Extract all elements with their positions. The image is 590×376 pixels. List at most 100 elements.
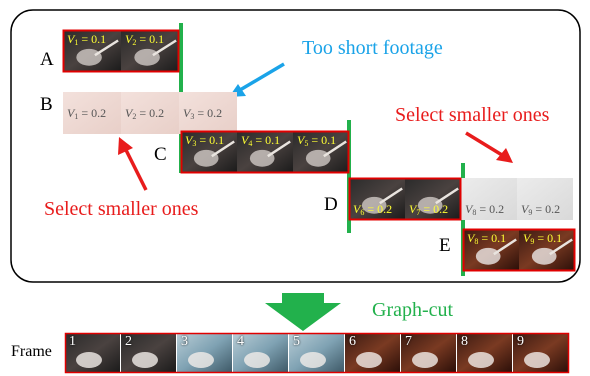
frame-guitar-9 (524, 352, 550, 368)
frame-4: 4 (233, 333, 288, 373)
frame-number: 9 (517, 334, 524, 349)
clip-value-label: V6 = 0.2 (353, 202, 393, 217)
clip-thumbnail-b-3 (179, 92, 237, 134)
guitar-body-e-1 (475, 247, 501, 265)
selected-border-e (462, 228, 576, 272)
clip-b-1: V1 = 0.2 (63, 92, 121, 134)
blue-arrow (229, 62, 285, 97)
clip-thumbnail-b-2 (121, 92, 179, 134)
frame-guitar-2 (132, 352, 158, 368)
frame-strip-border (64, 332, 570, 374)
row-label-b: B (40, 94, 53, 115)
frame-5: 5 (289, 333, 344, 373)
red-arrow-left (118, 137, 148, 191)
guitar-neck-a-2 (152, 39, 177, 57)
frame-guitar-8 (468, 352, 494, 368)
clip-thumbnail-d-3 (461, 178, 517, 220)
frame-6: 6 (345, 333, 400, 373)
guitar-neck-e-2 (549, 238, 573, 256)
frame-guitar-1 (76, 352, 102, 368)
clip-thumbnail-b-1 (63, 92, 121, 134)
clip-value-label: V9 = 0.2 (521, 202, 561, 217)
frame-1: 1 (65, 333, 120, 373)
clip-value-label: V9 = 0.1 (523, 231, 563, 246)
clip-value-label: V8 = 0.2 (465, 202, 505, 217)
clip-thumbnail-d-4 (517, 178, 573, 220)
frame-guitar-4 (244, 352, 270, 368)
green-bar-c (347, 120, 351, 233)
clip-b-2: V2 = 0.2 (121, 92, 179, 134)
guitar-neck-d-1 (379, 187, 403, 205)
graph-cut-label: Graph-cut (372, 299, 454, 321)
frame-2: 2 (121, 333, 176, 373)
frame-number: 6 (349, 334, 356, 349)
guitar-body-c-1 (193, 149, 219, 167)
guitar-body-a-1 (76, 48, 102, 66)
guitar-neck-d-2 (435, 187, 459, 205)
guitar-neck-c-3 (323, 140, 347, 158)
frame-number: 4 (237, 334, 244, 349)
row-label-d: D (324, 194, 338, 215)
clip-e-1: V8 = 0.1 (463, 229, 519, 271)
frame-3: 3 (177, 333, 232, 373)
clip-a-2: V2 = 0.1 (121, 30, 179, 72)
frame-8: 8 (457, 333, 512, 373)
clip-value-label: V8 = 0.1 (467, 231, 507, 246)
clip-value-label: V3 = 0.1 (185, 133, 225, 148)
clip-e-2: V9 = 0.1 (519, 229, 575, 271)
clip-d-1: V6 = 0.2 (349, 178, 405, 220)
select-smaller-note-left: Select smaller ones (44, 198, 199, 220)
frame-number: 2 (125, 334, 132, 349)
clip-value-label: V2 = 0.1 (125, 32, 165, 47)
row-label-c: C (154, 144, 167, 165)
frame-guitar-5 (300, 352, 326, 368)
guitar-body-e-2 (531, 247, 557, 265)
frame-guitar-6 (356, 352, 382, 368)
clip-a-1: V1 = 0.1 (63, 30, 121, 72)
guitar-body-d-1 (361, 196, 387, 214)
frame-number: 7 (405, 334, 412, 349)
clip-value-label: V1 = 0.2 (67, 106, 107, 121)
red-arrow-right (465, 131, 513, 163)
clip-b-3: V3 = 0.2 (179, 92, 237, 134)
clip-value-label: V2 = 0.2 (125, 106, 165, 121)
too-short-footage-note: Too short footage (302, 37, 443, 59)
outer-frame (10, 9, 581, 283)
frame-guitar-3 (188, 352, 214, 368)
guitar-body-c-3 (305, 149, 331, 167)
selected-border-c (180, 130, 350, 174)
clip-d-4: V9 = 0.2 (517, 178, 573, 220)
clip-d-2: V7 = 0.2 (405, 178, 461, 220)
selected-border-d (348, 177, 462, 221)
frame-7: 7 (401, 333, 456, 373)
frame-number: 5 (293, 334, 300, 349)
guitar-neck-c-1 (211, 140, 235, 158)
thumbnail-backgrounds (62, 29, 576, 374)
clip-value-label: V3 = 0.2 (183, 106, 223, 121)
row-label-a: A (40, 49, 54, 70)
frame-number: 1 (69, 334, 76, 349)
frame-number: 3 (181, 334, 188, 349)
clip-value-label: V1 = 0.1 (67, 32, 107, 47)
clip-c-1: V3 = 0.1 (181, 131, 237, 173)
guitar-neck-e-1 (493, 238, 517, 256)
clip-c-3: V5 = 0.1 (293, 131, 349, 173)
select-smaller-note-right: Select smaller ones (395, 104, 550, 126)
clip-value-label: V4 = 0.1 (241, 133, 281, 148)
graph-cut-arrow (265, 293, 341, 331)
guitar-neck-a-1 (94, 39, 119, 57)
clip-value-label: V5 = 0.1 (297, 133, 337, 148)
clip-value-label: V7 = 0.2 (409, 202, 449, 217)
clip-c-2: V4 = 0.1 (237, 131, 293, 173)
frame-row-label: Frame (11, 343, 52, 360)
frame-9: 9 (513, 333, 568, 373)
guitar-body-c-2 (249, 149, 275, 167)
guitar-body-a-2 (134, 48, 160, 66)
guitar-neck-c-2 (267, 140, 291, 158)
frame-number: 8 (461, 334, 468, 349)
frame-guitar-7 (412, 352, 438, 368)
selected-border-a (62, 29, 180, 73)
clip-d-3: V8 = 0.2 (461, 178, 517, 220)
